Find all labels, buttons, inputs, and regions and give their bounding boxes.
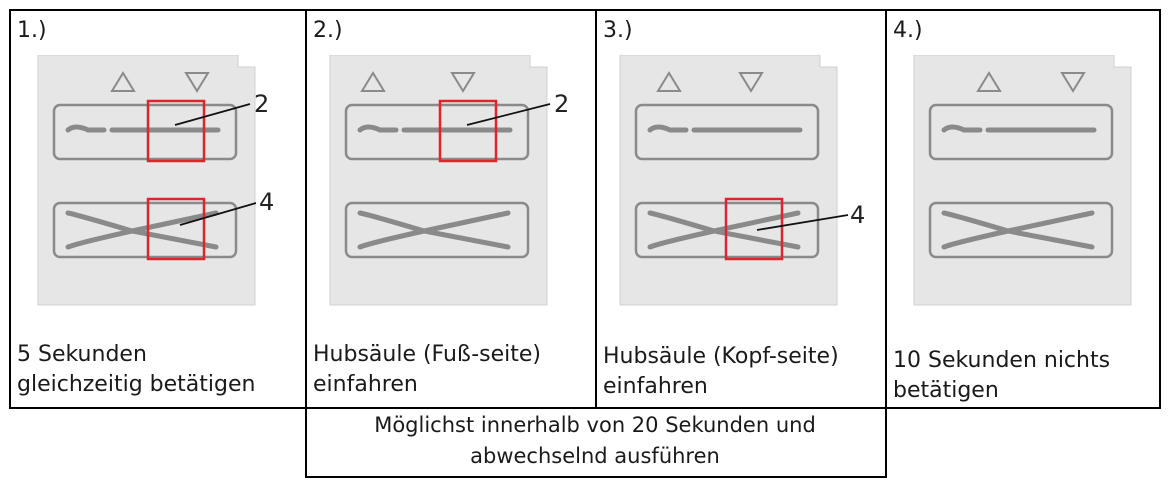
- step-caption-1: 5 Sekunden gleichzeitig betätigen: [17, 340, 255, 400]
- x-button-outline: [344, 201, 530, 259]
- table-right-border: [1159, 9, 1161, 409]
- step-caption-3: Hubsäule (Kopf-seite) einfahren: [603, 342, 839, 402]
- highlight-top-right: [146, 99, 206, 163]
- callout-label-4: 4: [850, 201, 865, 229]
- control-panel-2: 2: [312, 55, 592, 315]
- table-top-border: [9, 9, 1161, 11]
- step-caption-2-line1: Hubsäule (Fuß-seite): [313, 342, 542, 367]
- timing-note-line1: Möglichst innerhalb von 20 Sekunden und: [374, 413, 816, 437]
- callout-label-4: 4: [259, 188, 274, 216]
- triangle-down-icon: [184, 72, 210, 93]
- step-caption-1-line1: 5 Sekunden: [17, 342, 147, 367]
- step-number-3: 3.): [603, 18, 633, 43]
- control-panel-1: 2 4: [20, 55, 300, 315]
- step-caption-4-line2: betätigen: [893, 378, 999, 403]
- triangle-up-icon: [110, 71, 136, 92]
- timing-note-line2: abwechselnd ausführen: [470, 444, 720, 468]
- step-caption-4: 10 Sekunden nichts betätigen: [893, 346, 1110, 406]
- step-caption-4-line1: 10 Sekunden nichts: [893, 348, 1111, 373]
- step-number-4: 4.): [893, 18, 923, 43]
- callout-label-2: 2: [254, 90, 269, 118]
- step-number-1: 1.): [17, 18, 47, 43]
- table-col-divider-2: [595, 9, 597, 409]
- step-caption-3-line2: einfahren: [603, 374, 708, 399]
- table-bottom-border: [305, 476, 885, 478]
- triangle-down-icon: [450, 72, 476, 93]
- control-panel-4: [896, 55, 1156, 315]
- highlight-top-right: [438, 99, 498, 163]
- callout-label-2: 2: [554, 90, 569, 118]
- triangle-up-icon: [360, 71, 386, 92]
- triangle-down-icon: [1060, 72, 1086, 93]
- x-button-outline: [52, 201, 238, 259]
- lift-button-outline: [344, 103, 530, 161]
- lift-button-outline: [928, 103, 1114, 161]
- highlight-bottom-right: [146, 197, 206, 261]
- lift-button-outline: [634, 103, 820, 161]
- timing-note: Möglichst innerhalb von 20 Sekunden und …: [305, 410, 885, 472]
- highlight-bottom-right: [724, 197, 784, 261]
- step-caption-2-line2: einfahren: [313, 372, 418, 397]
- triangle-up-icon: [976, 71, 1002, 92]
- lift-button-outline: [52, 103, 238, 161]
- step-caption-2: Hubsäule (Fuß-seite) einfahren: [313, 340, 541, 400]
- table-left-border: [9, 9, 11, 409]
- table-col-divider-3: [885, 9, 887, 478]
- table-row-divider: [9, 407, 1161, 409]
- control-panel-3: 4: [602, 55, 882, 315]
- table-col-divider-1: [305, 9, 307, 478]
- x-button-outline: [928, 201, 1114, 259]
- step-caption-3-line1: Hubsäule (Kopf-seite): [603, 344, 839, 369]
- step-caption-1-line2: gleichzeitig betätigen: [17, 372, 256, 397]
- triangle-up-icon: [656, 71, 682, 92]
- triangle-down-icon: [738, 72, 764, 93]
- step-number-2: 2.): [313, 18, 343, 43]
